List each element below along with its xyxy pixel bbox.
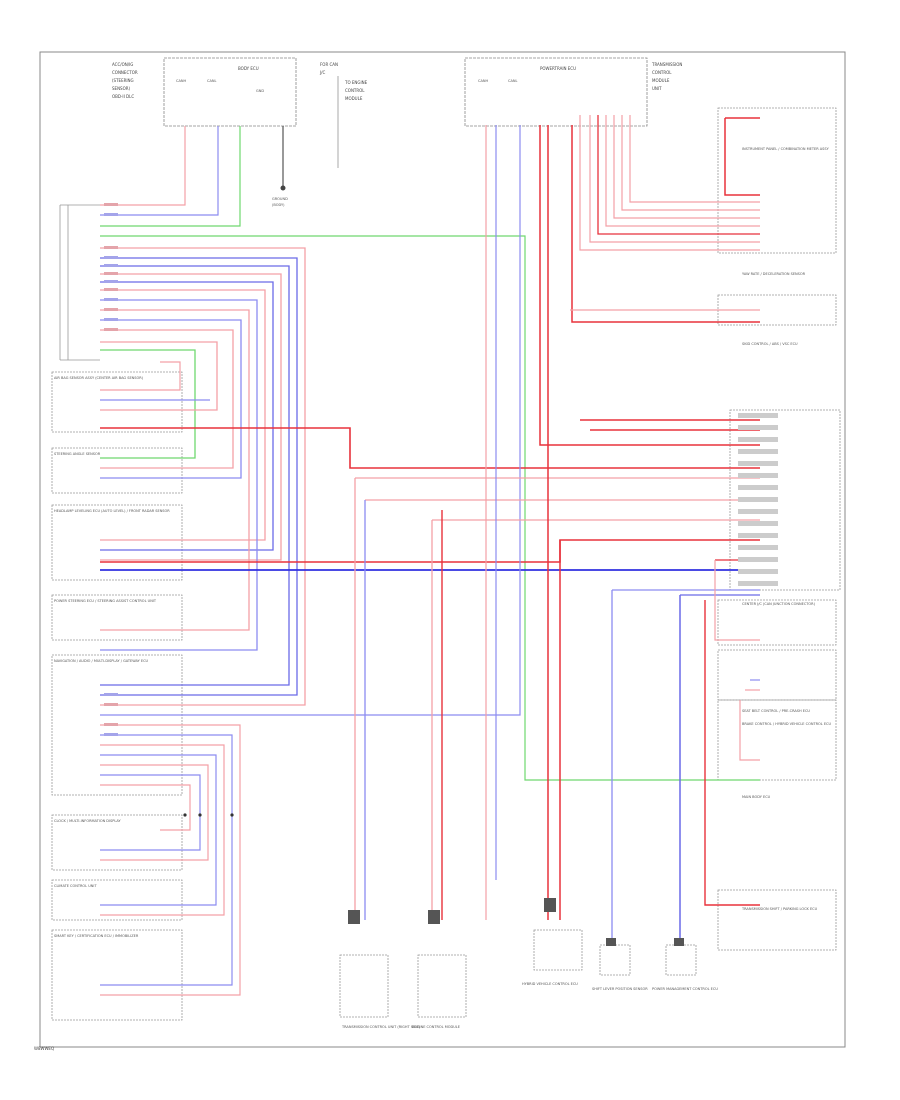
mid-note: TO ENGINE <box>344 80 368 85</box>
bottom-module-3: HYBRID VEHICLE CONTROL ECU <box>522 929 583 986</box>
body-ecu-wires <box>100 126 241 227</box>
wire-can-high <box>100 126 186 206</box>
left-bus-wires <box>100 247 306 706</box>
wire-green <box>100 126 241 227</box>
body-ecu-module: BODY ECU CANH CANL GND <box>163 57 297 127</box>
top-left-note: (STEERING <box>112 78 134 83</box>
left-module-label: CLOCK / MULTI-INFORMATION DISPLAY <box>54 819 122 823</box>
body-ecu-pin: CANL <box>207 79 216 83</box>
right-module-label: SEAT BELT CONTROL / PRE-CRASH ECU <box>742 709 810 713</box>
left-connector-tags-blue <box>104 213 118 736</box>
left-module-label: HEADLAMP LEVELING ECU (AUTO LEVEL) / FRO… <box>54 509 170 513</box>
left-connector-stack <box>59 204 100 361</box>
top-left-note: ACC/ON/IG <box>112 62 133 67</box>
bottom-module-2: ENGINE CONTROL MODULE <box>412 954 467 1029</box>
wire-can-high <box>100 329 234 469</box>
powertrain-ecu-pin: CANH <box>478 79 488 83</box>
right-module-label: BRAKE CONTROL / HYBRID VEHICLE CONTROL E… <box>742 722 831 726</box>
top-left-note: OBD-II DLC <box>112 94 134 99</box>
right-note-block: TRANSMISSION CONTROL MODULE UNIT <box>651 62 682 91</box>
right-module-label: MAIN BODY ECU <box>742 795 771 799</box>
top-left-note-block: ACC/ON/IG CONNECTOR (STEERING SENSOR) OB… <box>112 62 138 99</box>
right-module-label: INSTRUMENT PANEL / COMBINATION METER ASS… <box>742 147 830 151</box>
wire-can-low <box>100 319 242 479</box>
right-connector-tags <box>738 413 778 586</box>
wire-can-high-dark <box>100 427 760 469</box>
right-module-label: YAW RATE / DECELERATION SENSOR <box>742 272 806 276</box>
powertrain-ecu-module: POWERTRAIN ECU CANH CANL <box>464 57 648 127</box>
top-left-note: SENSOR) <box>112 86 131 91</box>
left-module-labels: AIR BAG SENSOR ASSY (CENTER AIR BAG SENS… <box>54 376 170 938</box>
powertrain-ecu-pin: CANL <box>508 79 517 83</box>
bottom-module-4: SHIFT LEVER POSITION SENSOR <box>592 944 648 991</box>
bottom-module-label: ENGINE CONTROL MODULE <box>412 1025 460 1029</box>
wire-can-high <box>100 273 282 561</box>
body-ecu-label: BODY ECU <box>238 66 259 71</box>
bottom-module-label: SHIFT LEVER POSITION SENSOR <box>592 987 648 991</box>
left-module-label: POWER STEERING ECU / STEERING ASSIST CON… <box>54 599 157 603</box>
right-note: UNIT <box>652 86 662 91</box>
mid-note: J/C <box>319 70 326 75</box>
right-module-labels: INSTRUMENT PANEL / COMBINATION METER ASS… <box>741 147 831 911</box>
bottom-drops <box>354 125 760 945</box>
left-module-label: NAVIGATION / AUDIO / MULTI-DISPLAY / GAT… <box>54 659 149 663</box>
wire-can-low <box>100 257 298 696</box>
wire-can-low <box>100 126 219 216</box>
footer-code: W8WWEQ <box>34 1046 54 1051</box>
bottom-module-label: TRANSMISSION CONTROL UNIT (RIGHT SIDE) <box>341 1025 421 1029</box>
wire-can-high <box>100 341 218 411</box>
center-bus <box>100 539 760 571</box>
wire-can-low <box>100 265 290 686</box>
diagram-frame <box>39 51 846 1048</box>
mid-note-block: FOR CAN J/C TO ENGINE CONTROL MODULE <box>319 62 368 168</box>
splice-dots <box>183 813 234 817</box>
left-module-label: CLIMATE CONTROL UNIT <box>54 884 97 888</box>
ground-sub: (BODY) <box>272 203 285 207</box>
left-module-label: STEERING ANGLE SENSOR <box>54 452 101 456</box>
body-ecu-pin: GND <box>256 89 264 93</box>
bottom-connector-tags <box>348 898 684 946</box>
bottom-module-1: TRANSMISSION CONTROL UNIT (RIGHT SIDE) <box>339 954 421 1029</box>
powertrain-ecu-label: POWERTRAIN ECU <box>540 66 576 71</box>
right-note: TRANSMISSION <box>651 62 682 67</box>
mid-note: MODULE <box>345 96 363 101</box>
body-ecu-pin: CANH <box>176 79 186 83</box>
right-module-label: SKID CONTROL / ABS / VSC ECU <box>742 342 798 346</box>
bottom-module-label: HYBRID VEHICLE CONTROL ECU <box>522 982 578 986</box>
left-module-label: SMART KEY / CERTIFICATION ECU / IMMOBILI… <box>54 934 139 938</box>
ground-symbol: GROUND (BODY) <box>272 126 288 207</box>
wire-green <box>100 349 196 459</box>
right-lower-wires <box>704 559 760 906</box>
top-left-note: CONNECTOR <box>112 70 138 75</box>
wire-can-high <box>100 247 306 706</box>
wire-can-high <box>100 289 266 541</box>
airbag-wires <box>100 361 760 469</box>
wire-can-high <box>100 309 250 631</box>
lower-left-wires <box>100 125 521 996</box>
wire-can-low <box>100 299 258 651</box>
wire-can-high <box>100 539 760 563</box>
left-module-label: AIR BAG SENSOR ASSY (CENTER AIR BAG SENS… <box>54 376 144 380</box>
left-connector-tags <box>104 203 118 726</box>
mid-note: FOR CAN <box>320 62 338 67</box>
mid-note: CONTROL <box>345 88 365 93</box>
right-module-label: CENTER J/C (CAN JUNCTION CONNECTOR) <box>742 602 816 606</box>
powertrain-wires <box>539 115 760 446</box>
right-note: MODULE <box>652 78 670 83</box>
right-note: CONTROL <box>652 70 672 75</box>
wire-can-low <box>100 281 274 551</box>
wire-green-main <box>100 235 760 781</box>
ground-label: GROUND <box>272 197 288 201</box>
bottom-module-label: POWER MANAGEMENT CONTROL ECU <box>652 987 718 991</box>
right-module-label: TRANSMISSION SHIFT / PARKING LOCK ECU <box>741 907 818 911</box>
bottom-module-5: POWER MANAGEMENT CONTROL ECU <box>652 944 718 991</box>
